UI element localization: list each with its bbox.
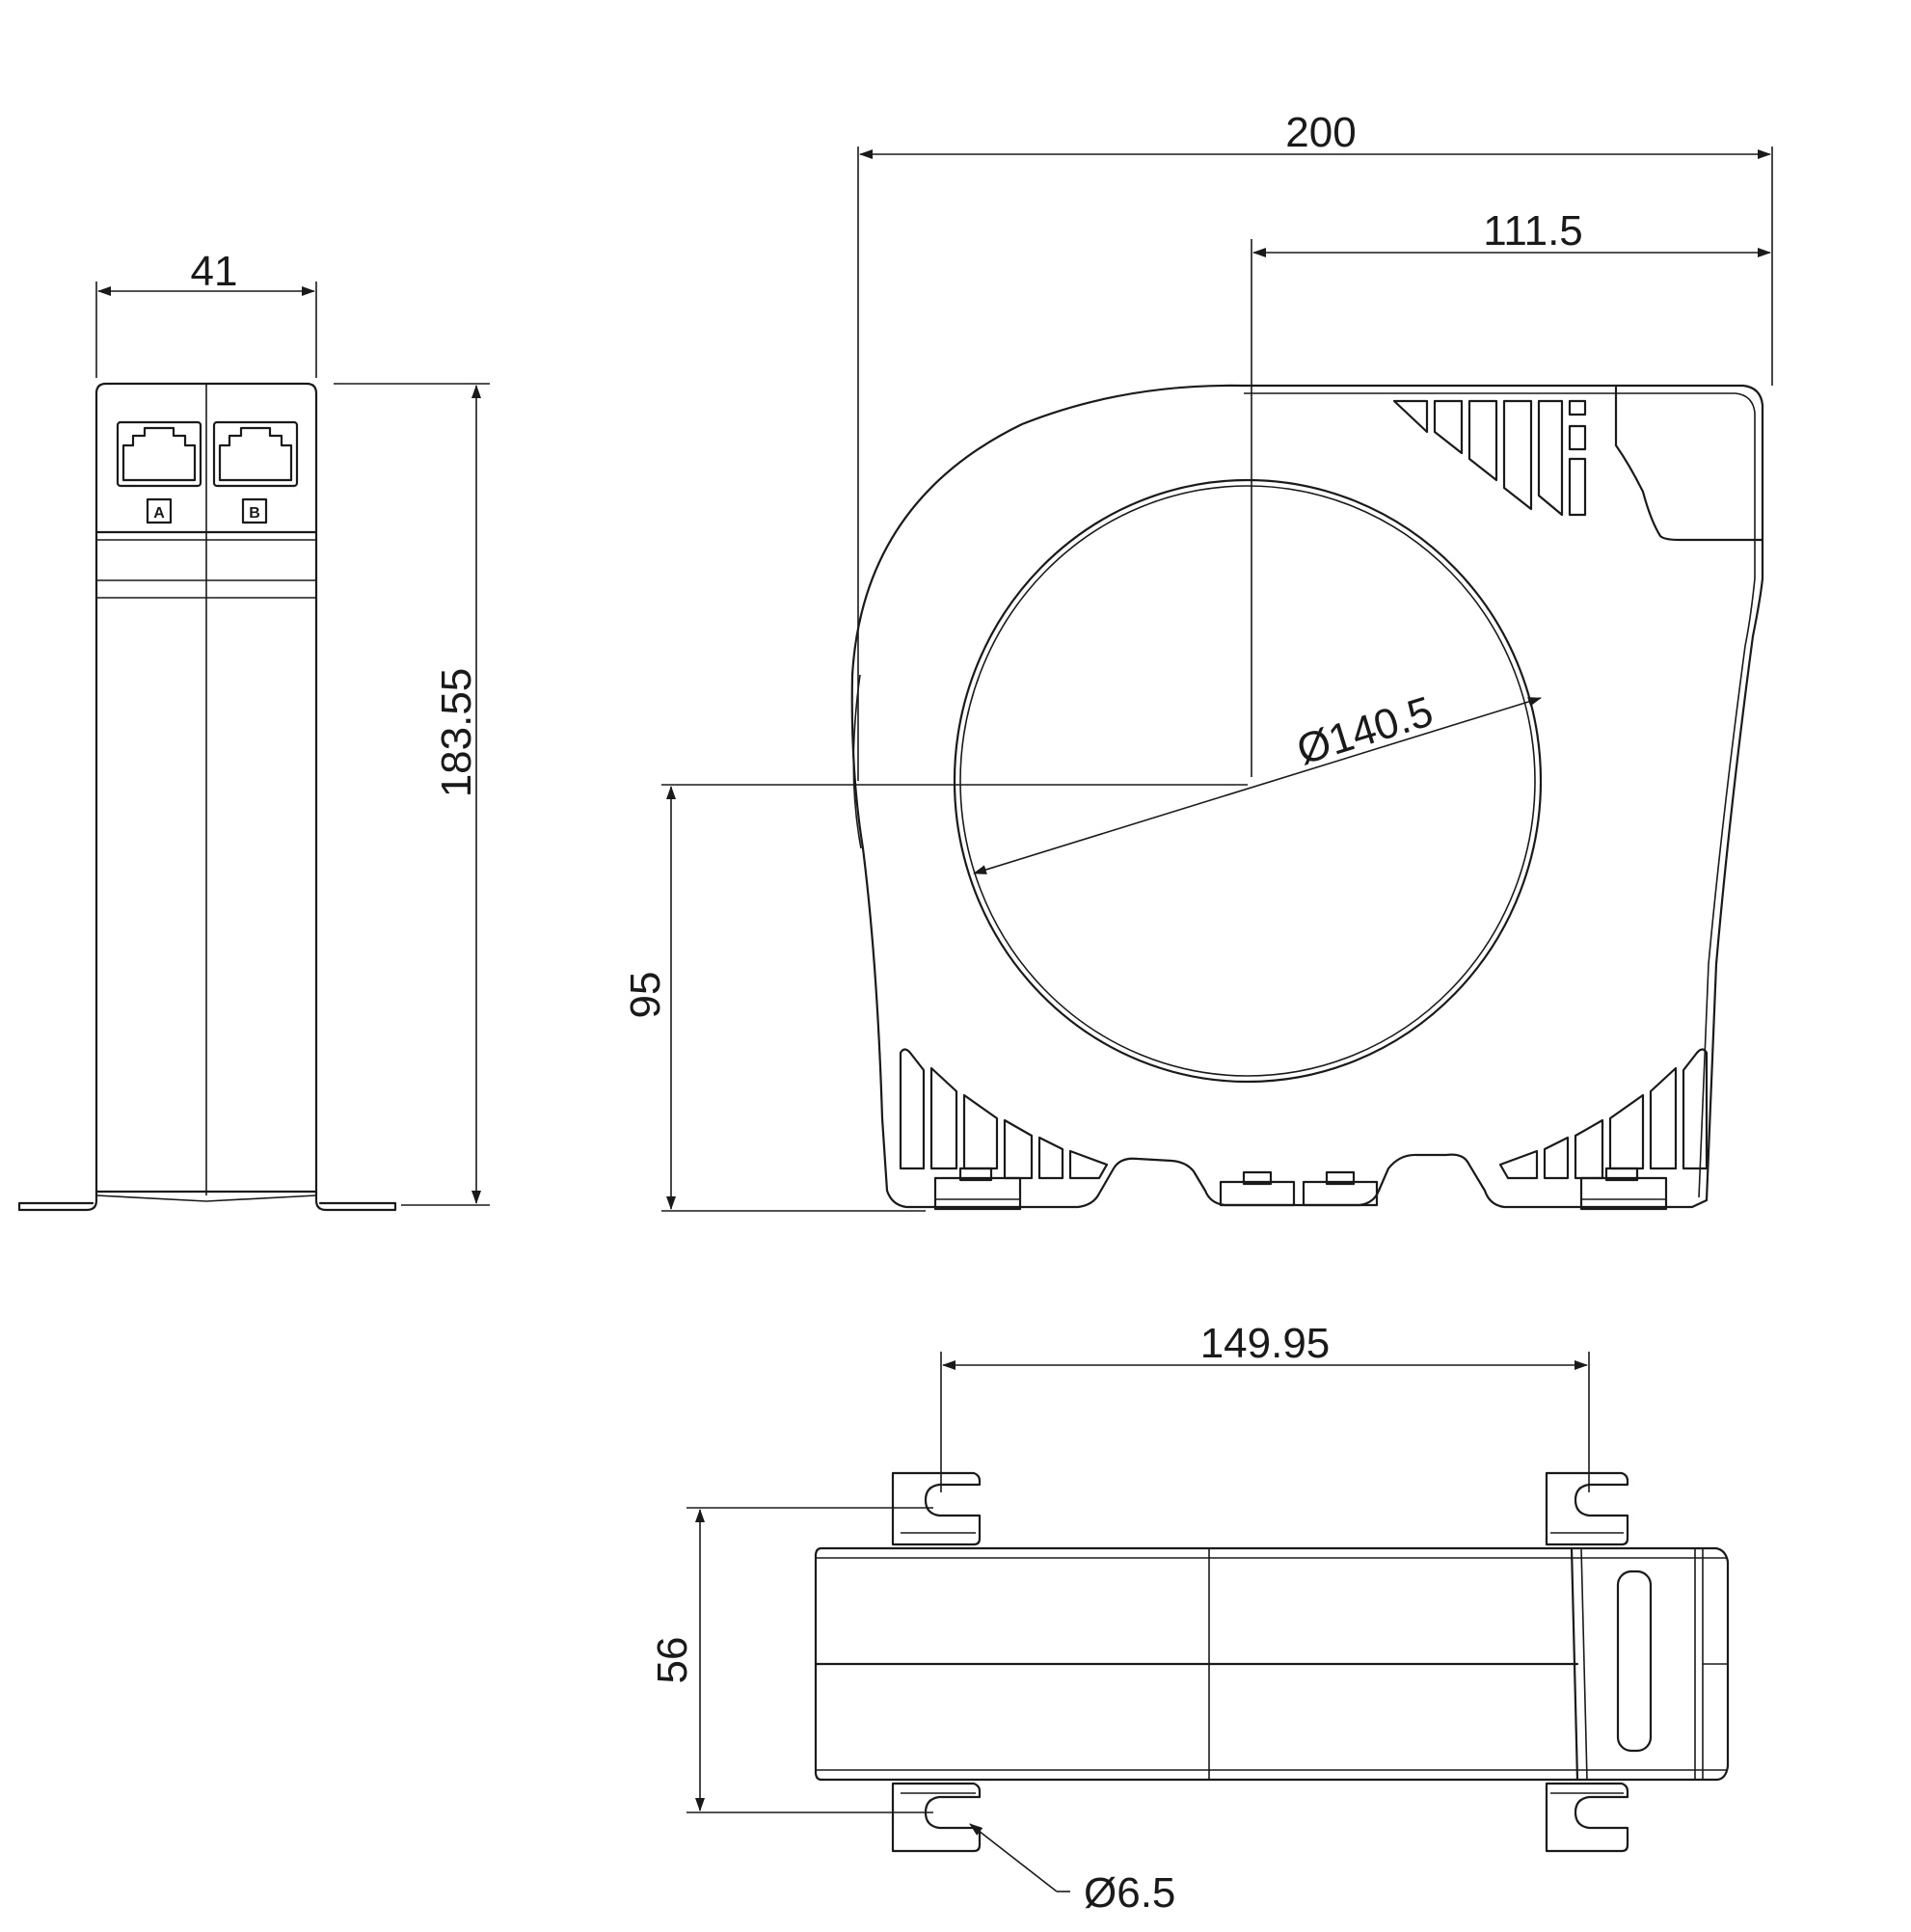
dim-41-label: 41 (191, 248, 238, 295)
dimension-front-center-offset: 111.5 (1252, 207, 1771, 257)
dim-6-5-label: Ø6.5 (1084, 1869, 1175, 1917)
dimension-bottom-hole-spacing: 149.95 (940, 1320, 1590, 1492)
ribs-bottom-left (899, 1048, 1109, 1180)
dim-183-55-label: 183.55 (433, 668, 480, 798)
mounting-tab-bottom-right (1545, 1782, 1629, 1853)
dim-56-label: 56 (649, 1637, 696, 1684)
dimension-side-height: 183.55 (334, 383, 490, 1206)
rj45-port-b-icon (212, 420, 299, 488)
mounting-tab-top-left (891, 1471, 982, 1546)
dim-140-5-label: Ø140.5 (1292, 687, 1439, 773)
dim-149-95-label: 149.95 (1200, 1320, 1331, 1367)
dim-95-label: 95 (622, 972, 669, 1019)
dim-200-label: 200 (1285, 109, 1356, 156)
dimension-bottom-depth: 56 (649, 1507, 933, 1813)
port-a-label: A (153, 505, 165, 522)
dimension-front-width: 200 (857, 109, 1773, 781)
ribs-bottom-right (1498, 1048, 1709, 1180)
bottom-view: 149.95 56 Ø6.5 (649, 1320, 1730, 1917)
front-view: 200 111.5 Ø140.5 95 (622, 109, 1773, 1212)
ribs-top (1392, 399, 1587, 517)
dimension-front-diameter: Ø140.5 (973, 687, 1542, 874)
rj45-port-a-icon (116, 420, 202, 488)
mounting-tab-bottom-left (891, 1782, 982, 1853)
dimension-bottom-hole-diameter: Ø6.5 (969, 1823, 1175, 1917)
dim-111-5-label: 111.5 (1483, 207, 1583, 255)
dimension-side-width: 41 (95, 248, 317, 378)
dimension-front-center-height: 95 (622, 786, 926, 1212)
mounting-tab-top-right (1545, 1471, 1629, 1546)
port-b-label: B (249, 505, 260, 522)
side-view: A B 41 183.55 (17, 248, 490, 1212)
